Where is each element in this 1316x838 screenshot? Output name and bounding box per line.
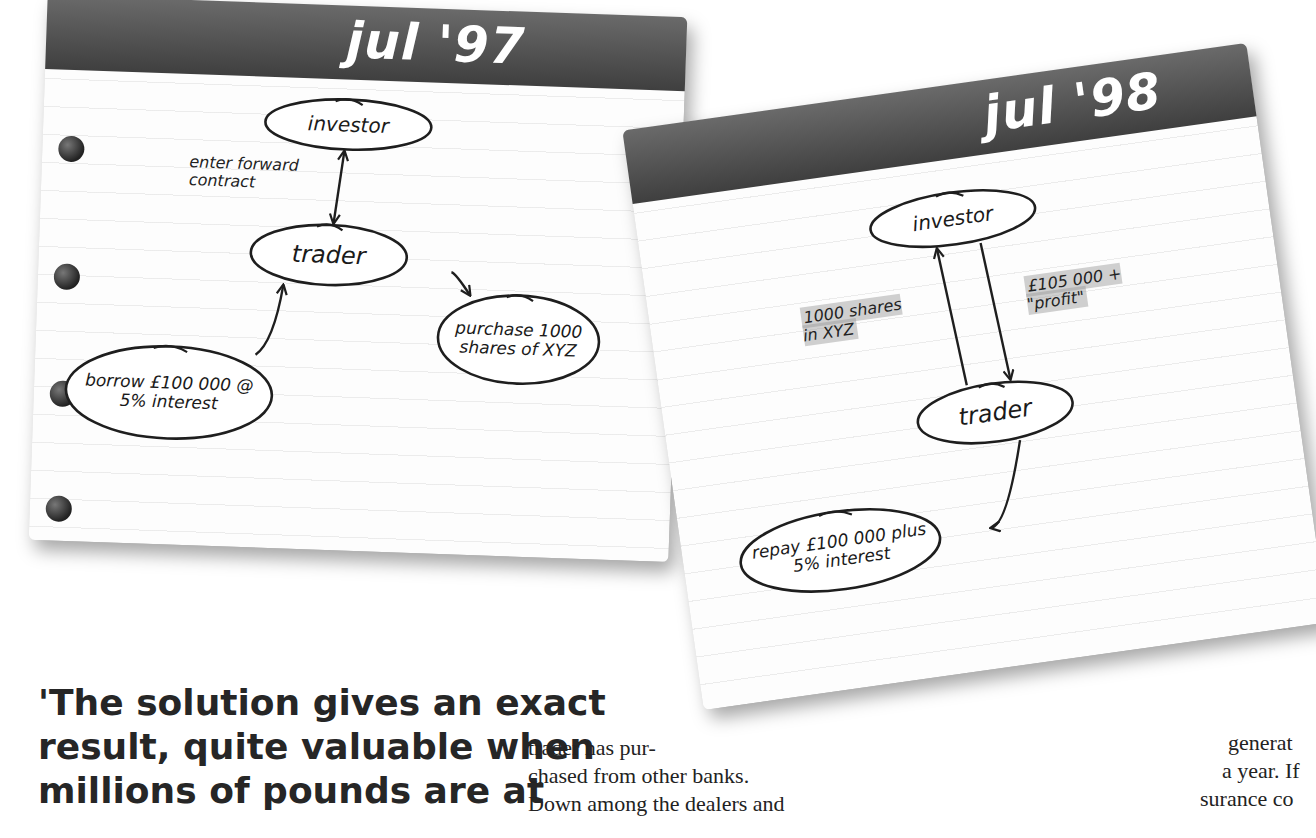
binder-ring (58, 135, 85, 162)
oval-overstroke (154, 346, 188, 353)
oval-overstroke (819, 509, 852, 519)
oval-overstroke (978, 382, 1004, 391)
hand-drawn-oval: purchase 1000 shares of XYZ (434, 291, 602, 389)
hand-drawn-oval: investor (262, 95, 434, 155)
calendar-month: jul '98 (980, 62, 1166, 144)
connector-arrow (451, 272, 471, 295)
oval-stroke (265, 97, 433, 153)
body-text-line: trader has pur- (528, 735, 656, 761)
edge-label-text: 1000 shares in XYZ (799, 294, 903, 347)
oval-overstroke (936, 191, 964, 200)
body-text-line: generat (1228, 730, 1293, 756)
body-text-line: a year. If (1222, 758, 1300, 784)
edge-label: enter forward contract (189, 153, 300, 194)
calendar-page: jul '98 investor trader repay £100 000 plus… (622, 43, 1316, 710)
edge-label-text: enter forward contract (189, 152, 300, 192)
calendar-header: jul '98 (622, 43, 1256, 204)
oval-overstroke (335, 99, 362, 105)
body-text-line: Down among the dealers and (528, 791, 785, 817)
body-text-line: surance co (1200, 786, 1293, 812)
oval-overstroke (317, 224, 343, 230)
hand-drawn-oval: investor (865, 179, 1041, 258)
pull-quote-line: result, quite valuable when (38, 726, 595, 767)
hand-drawn-oval: repay £100 000 plus 5% interest (733, 496, 947, 606)
binder-ring (45, 495, 72, 522)
connector-arrow (980, 440, 1032, 528)
oval-stroke (914, 373, 1077, 452)
edge-label-text: £105 000 + "profit" (1023, 263, 1123, 316)
oval-stroke (250, 222, 408, 287)
connector-arrow (334, 151, 345, 223)
connector-layer (622, 43, 1316, 710)
hand-drawn-oval: trader (912, 371, 1079, 455)
node-label: investor (293, 112, 403, 138)
oval-stroke (735, 498, 945, 603)
connector-arrow (256, 284, 284, 355)
hand-drawn-oval: borrow £100 000 @ 5% interest (62, 341, 275, 444)
pull-quote-line: 'The solution gives an exact (38, 682, 606, 723)
connector-layer (29, 0, 688, 562)
pull-quote-line: millions of pounds are at (38, 770, 544, 811)
connector-arrow (981, 241, 1011, 380)
calendar-header: jul '97 (45, 0, 687, 91)
calendar-month: jul '97 (345, 11, 526, 75)
node-label: trader (277, 240, 380, 270)
edge-label: 1000 shares in XYZ (800, 293, 924, 346)
binder-ring (53, 263, 80, 290)
oval-overstroke (507, 295, 534, 301)
edge-label: £105 000 + "profit" (1023, 257, 1177, 314)
oval-stroke (867, 181, 1039, 256)
node-label: borrow £100 000 @ 5% interest (63, 370, 274, 415)
connector-arrow (937, 248, 967, 387)
hand-drawn-oval: trader (248, 220, 410, 290)
body-text-line: chased from other banks. (528, 763, 749, 789)
calendar-page: jul '97 investor trader borrow £100 000 @ 5… (29, 0, 688, 562)
node-label: purchase 1000 shares of XYZ (435, 318, 601, 361)
